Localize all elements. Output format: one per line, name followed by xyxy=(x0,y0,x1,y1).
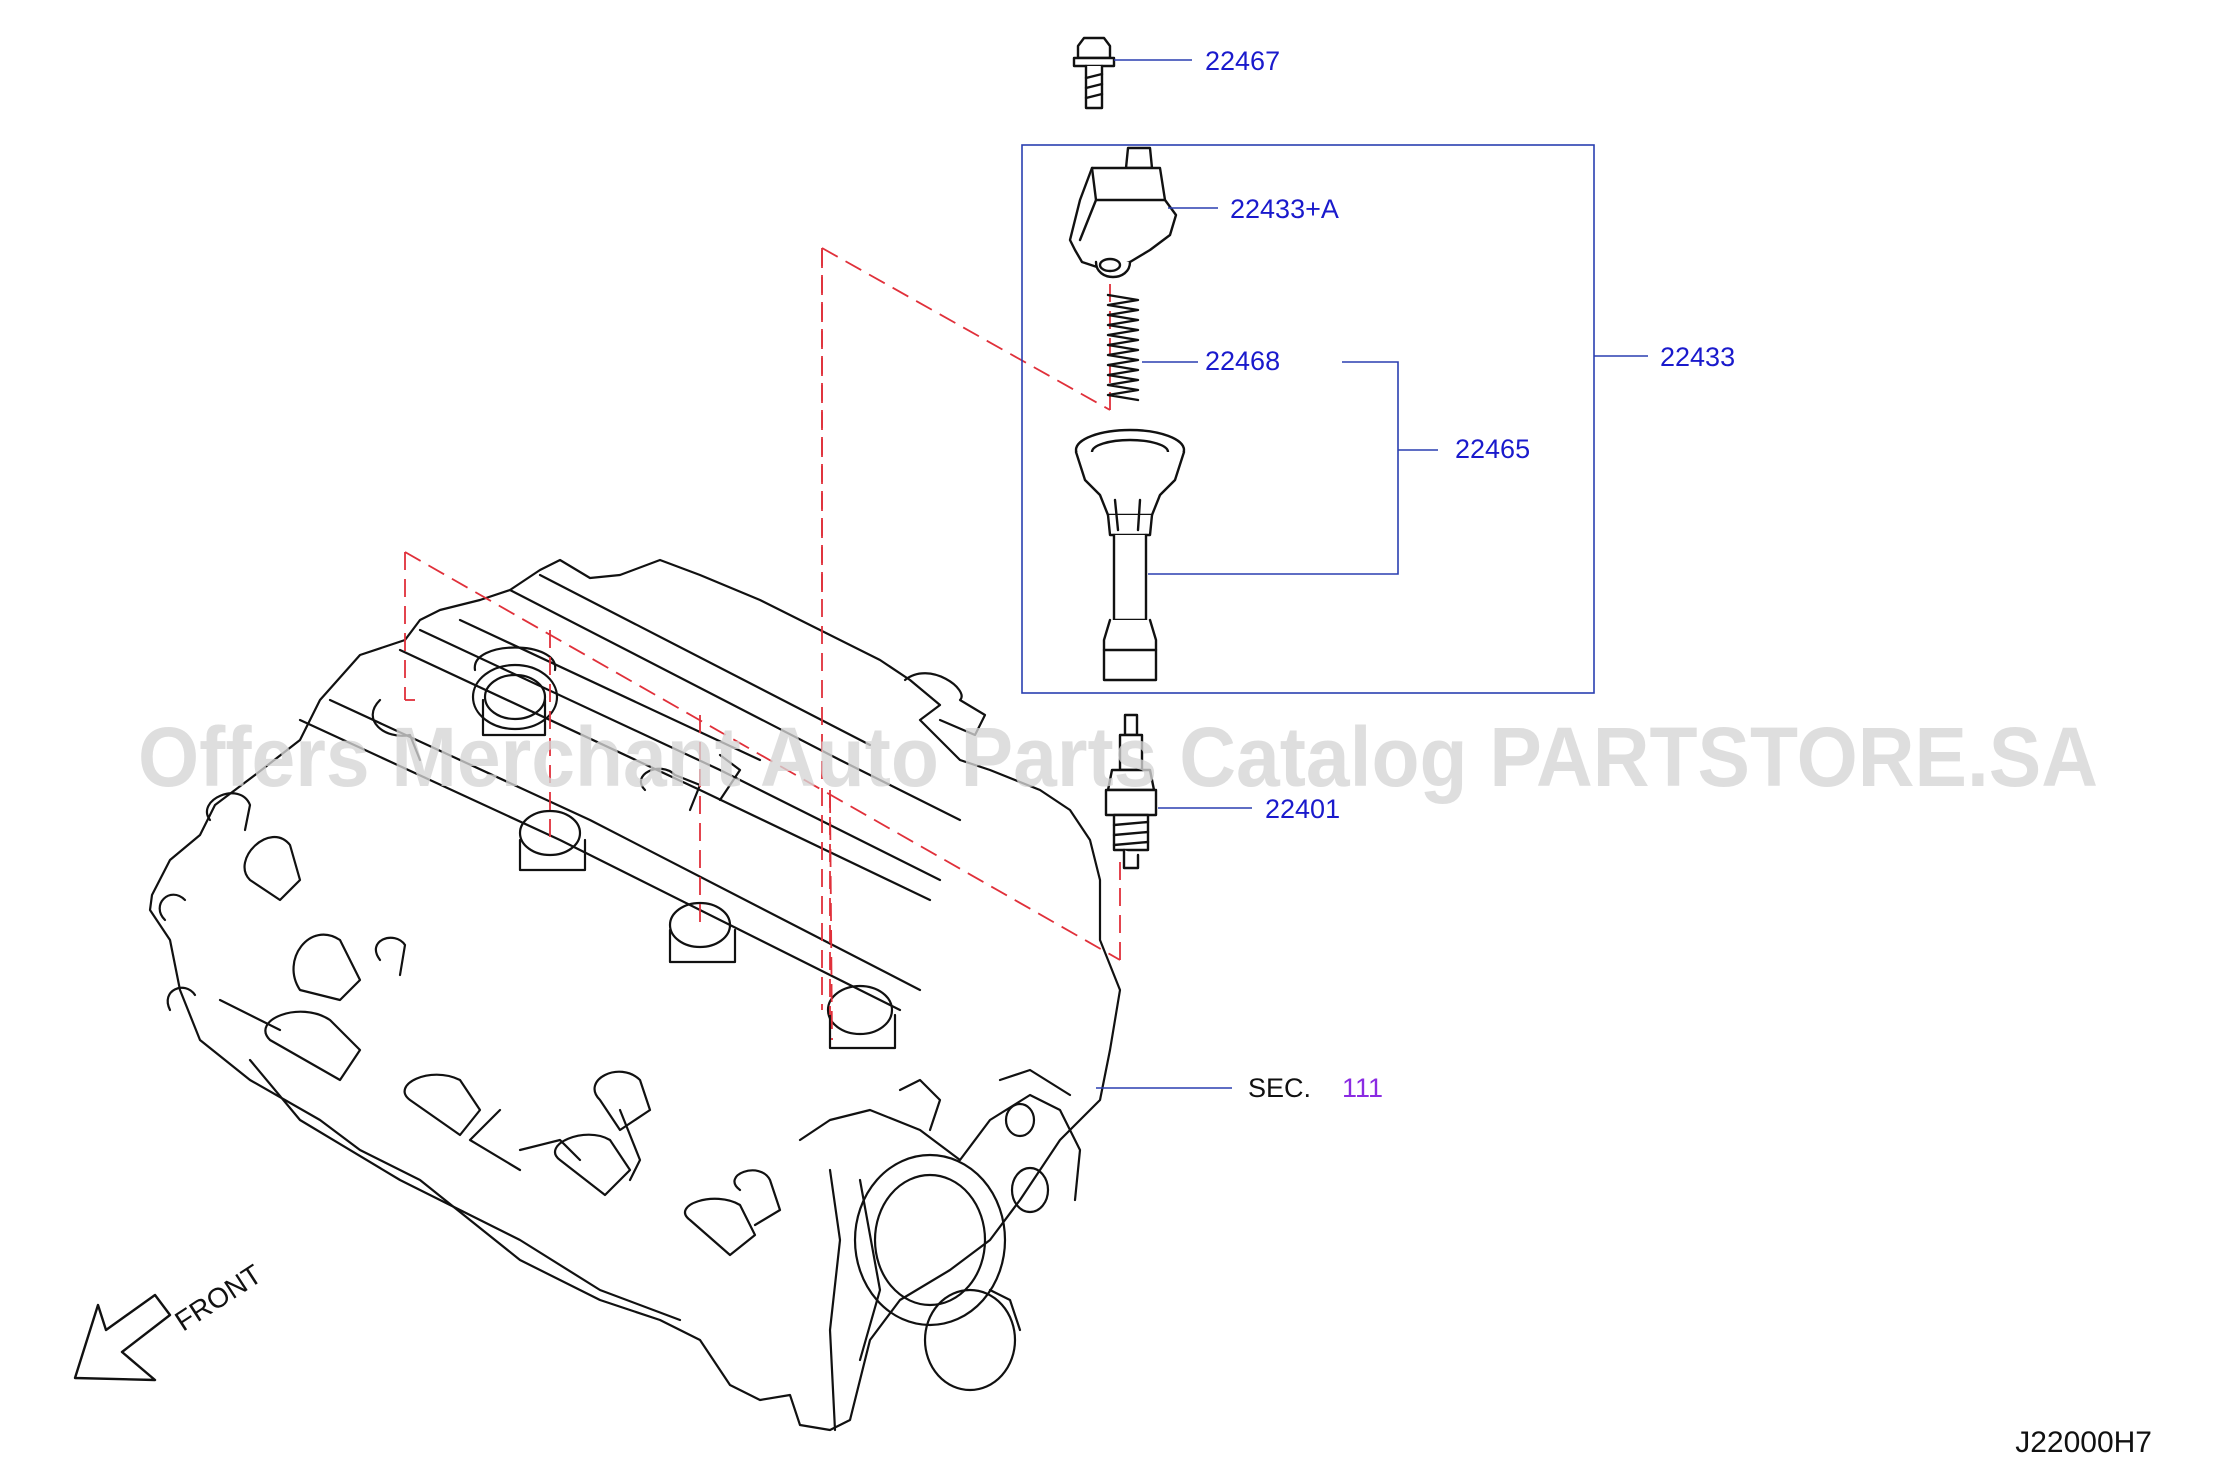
callout-22467[interactable]: 22467 xyxy=(1205,46,1280,76)
diagram-code: J22000H7 xyxy=(2015,1426,2152,1459)
watermark-text: Offers Merchant Auto Parts Catalog PARTS… xyxy=(138,710,2098,804)
cylinder-head-drawing xyxy=(148,558,1122,1432)
plug-boot-part[interactable] xyxy=(1074,428,1186,682)
callout-22433-a[interactable]: 22433+A xyxy=(1230,194,1339,224)
front-label: FRONT xyxy=(169,1259,267,1338)
section-prefix-label: SEC. xyxy=(1248,1073,1311,1103)
spark-plug-part[interactable] xyxy=(1104,713,1158,870)
section-111-link[interactable]: 111 xyxy=(1342,1073,1383,1103)
assembly-guide-lines xyxy=(404,247,1121,1041)
front-direction-arrow: FRONT xyxy=(73,1259,267,1382)
callout-22401[interactable]: 22401 xyxy=(1265,794,1340,824)
callout-22468[interactable]: 22468 xyxy=(1205,346,1280,376)
bolt-part[interactable] xyxy=(1072,36,1116,110)
callout-22433[interactable]: 22433 xyxy=(1660,342,1735,372)
leader-lines xyxy=(1096,59,1648,1089)
ignition-coil-part[interactable] xyxy=(1068,146,1178,279)
callout-22465[interactable]: 22465 xyxy=(1455,434,1530,464)
coil-spring-part[interactable] xyxy=(1106,293,1140,402)
coil-assembly-group-box xyxy=(1021,144,1595,694)
